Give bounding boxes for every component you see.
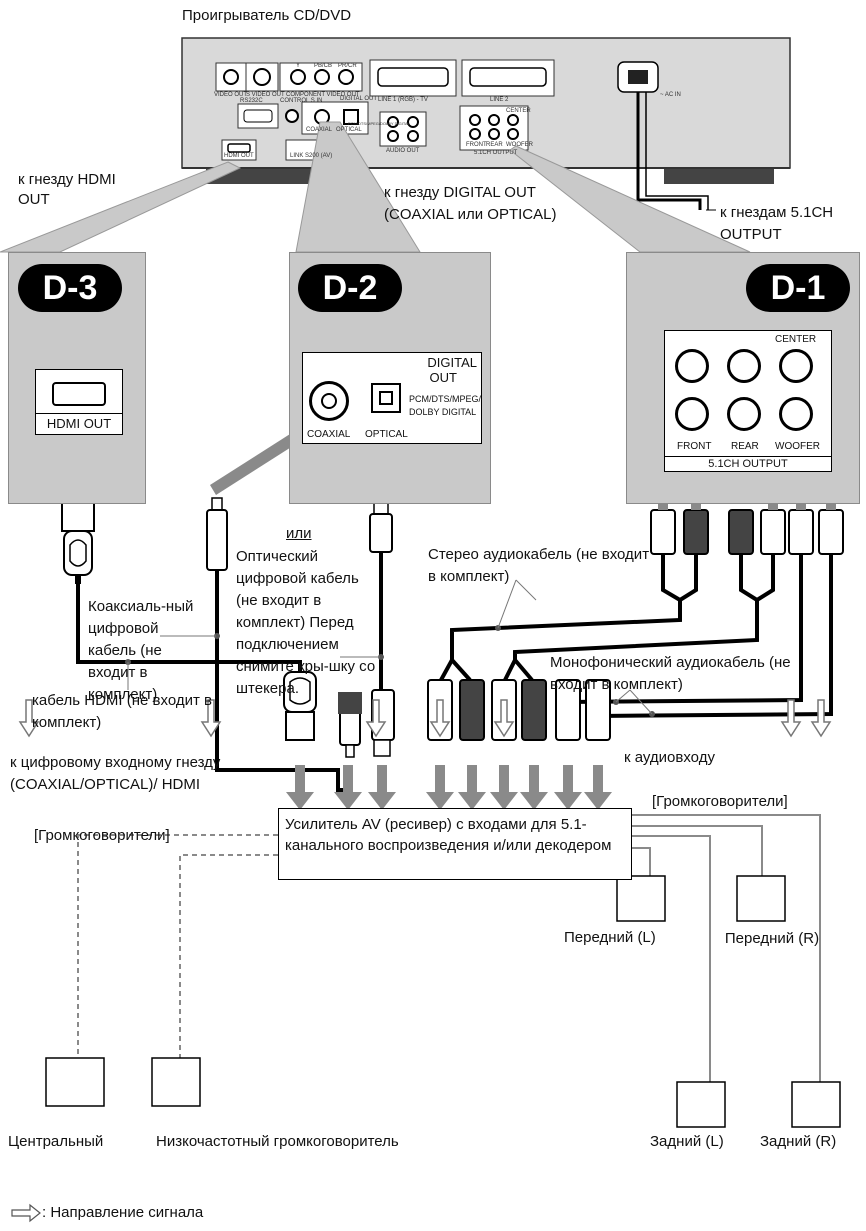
d1-output-label: 5.1CH OUTPUT: [665, 456, 831, 471]
device-title: Проигрыватель CD/DVD: [182, 7, 352, 24]
speaker-rear-r: [791, 1081, 841, 1128]
label-speakers-left: [Громкоговорители]: [34, 827, 170, 844]
dev-audio-out: AUDIO OUT: [386, 148, 420, 154]
dev-ac-in: ~ AC IN: [660, 92, 681, 98]
signal-direction-arrows: [18, 699, 832, 738]
d1-front-label: FRONT: [677, 441, 712, 452]
optical-jack-icon: [371, 383, 401, 413]
label-audio-input: к аудиовходу: [624, 749, 715, 766]
speaker-subwoofer: [151, 1057, 201, 1107]
d2-coaxial-label: COAXIAL: [307, 429, 351, 440]
d1-rear-label: REAR: [731, 441, 759, 452]
speaker-wires-dashed: [77, 834, 278, 1058]
label-to-51ch-output: к гнездам 5.1CH OUTPUT: [720, 204, 834, 243]
d2-digital-label: DIGITAL: [427, 355, 477, 370]
dev-pr: PR/CR: [338, 63, 357, 69]
jack-center: [779, 349, 813, 383]
dvd-player-foot-right: [664, 168, 774, 184]
label-stereo-cable: Стерео аудиокабель (не входит в комплект…: [428, 546, 650, 585]
dev-hdmi-out: HDMI OUT: [224, 153, 254, 159]
dev-center: CENTER: [506, 108, 531, 114]
dev-woofer: WOOFER: [506, 142, 533, 148]
dev-rs232c: RS232C: [240, 98, 263, 104]
speaker-rear-l: [676, 1081, 726, 1128]
label-or: или: [286, 525, 312, 542]
jack-front-r: [675, 397, 709, 431]
label-to-hdmi-out: к гнезду HDMI OUT: [18, 171, 116, 208]
label-subwoofer: Низкочастотный громкоговоритель: [156, 1133, 399, 1150]
dev-51-output: 5.1CH OUTPUT: [474, 150, 518, 156]
label-digital-input: к цифровому входному гнезду (COAXIAL/OPT…: [10, 754, 221, 793]
label-front-r: Передний (R): [724, 930, 820, 947]
speaker-wires: [627, 814, 821, 1082]
legend-signal-direction: : Направление сигнала: [42, 1204, 204, 1221]
dev-optical: OPTICAL: [336, 127, 362, 133]
label-mono-cable: Монофонический аудиокабель (не входит в …: [550, 654, 791, 693]
coaxial-jack-icon: [309, 381, 349, 421]
dev-line1: LINE 1 (RGB) - TV: [378, 97, 428, 103]
label-hdmi-cable: кабель HDMI (не входит в комплект): [32, 692, 212, 731]
dev-rear: REAR: [486, 142, 503, 148]
jack-rear-r: [727, 397, 761, 431]
jack-front-l: [675, 349, 709, 383]
hdmi-out-port: HDMI OUT: [35, 369, 123, 435]
label-rear-l: Задний (L): [650, 1133, 724, 1150]
hdmi-cable: [61, 502, 317, 741]
dev-y: Y: [296, 63, 301, 69]
d2-optical-label: OPTICAL: [365, 429, 408, 440]
hdmi-panel-label: HDMI OUT: [36, 413, 122, 434]
dev-link: LINK S200 (AV): [290, 153, 333, 159]
dev-digital-out: DIGITAL OUT: [340, 96, 378, 102]
badge-d1: D-1: [746, 264, 850, 312]
hdmi-connector-icon: [52, 382, 106, 406]
d1-center-label: CENTER: [775, 334, 817, 345]
dev-coaxial: COAXIAL: [306, 127, 333, 133]
label-speakers-right: [Громкоговорители]: [652, 793, 788, 810]
label-rear-r: Задний (R): [760, 1133, 837, 1150]
speaker-front-r: [736, 875, 786, 922]
speaker-front-l: [616, 875, 666, 922]
d1-plugs: [650, 509, 844, 555]
dev-pb: PB/CB: [314, 63, 333, 69]
d1-woofer-label: WOOFER: [775, 441, 820, 452]
arrows-down: [286, 765, 612, 810]
dev-s-video-out: S VIDEO OUT: [246, 92, 285, 98]
dvd-player-foot-left: [206, 168, 316, 184]
speaker-center: [45, 1057, 105, 1107]
dev-pcm: PCM/DTS/MPEG/DOLBY DIGITAL: [348, 121, 410, 126]
digital-out-port: DIGITAL OUT PCM/DTS/MPEG/ DOLBY DIGITAL …: [302, 352, 482, 444]
label-coaxial-cable: Коаксиаль-ный цифровой кабель (не входит…: [88, 598, 194, 703]
jack-rear-l: [727, 349, 761, 383]
51ch-output-port: CENTER FRONT REAR WOOFER 5.1CH OUTPUT: [664, 330, 832, 472]
dev-video-out: VIDEO OUT: [214, 92, 248, 98]
d2-out-label: OUT: [429, 370, 457, 385]
d2-formats-label: PCM/DTS/MPEG/ DOLBY DIGITAL: [409, 394, 482, 417]
badge-d2: D-2: [298, 264, 402, 312]
jack-woofer: [779, 397, 813, 431]
av-receiver: Усилитель AV (ресивер) с входами для 5.1…: [278, 808, 632, 880]
label-to-digital-out: к гнезду DIGITAL OUT (COAXIAL или OPTICA…: [384, 184, 557, 223]
dev-line2: LINE 2: [490, 97, 509, 103]
dev-front: FRONT: [466, 142, 487, 148]
dev-control-s: CONTROL S IN: [280, 98, 323, 104]
dev-component-out: COMPONENT VIDEO OUT: [286, 92, 360, 98]
label-center-speaker: Центральный: [8, 1133, 104, 1150]
badge-d3: D-3: [18, 264, 122, 312]
label-optical-cable: Оптический цифровой кабель (не входит в …: [236, 548, 376, 697]
label-front-l: Передний (L): [564, 929, 656, 946]
legend-arrow-icon: [11, 1203, 41, 1223]
